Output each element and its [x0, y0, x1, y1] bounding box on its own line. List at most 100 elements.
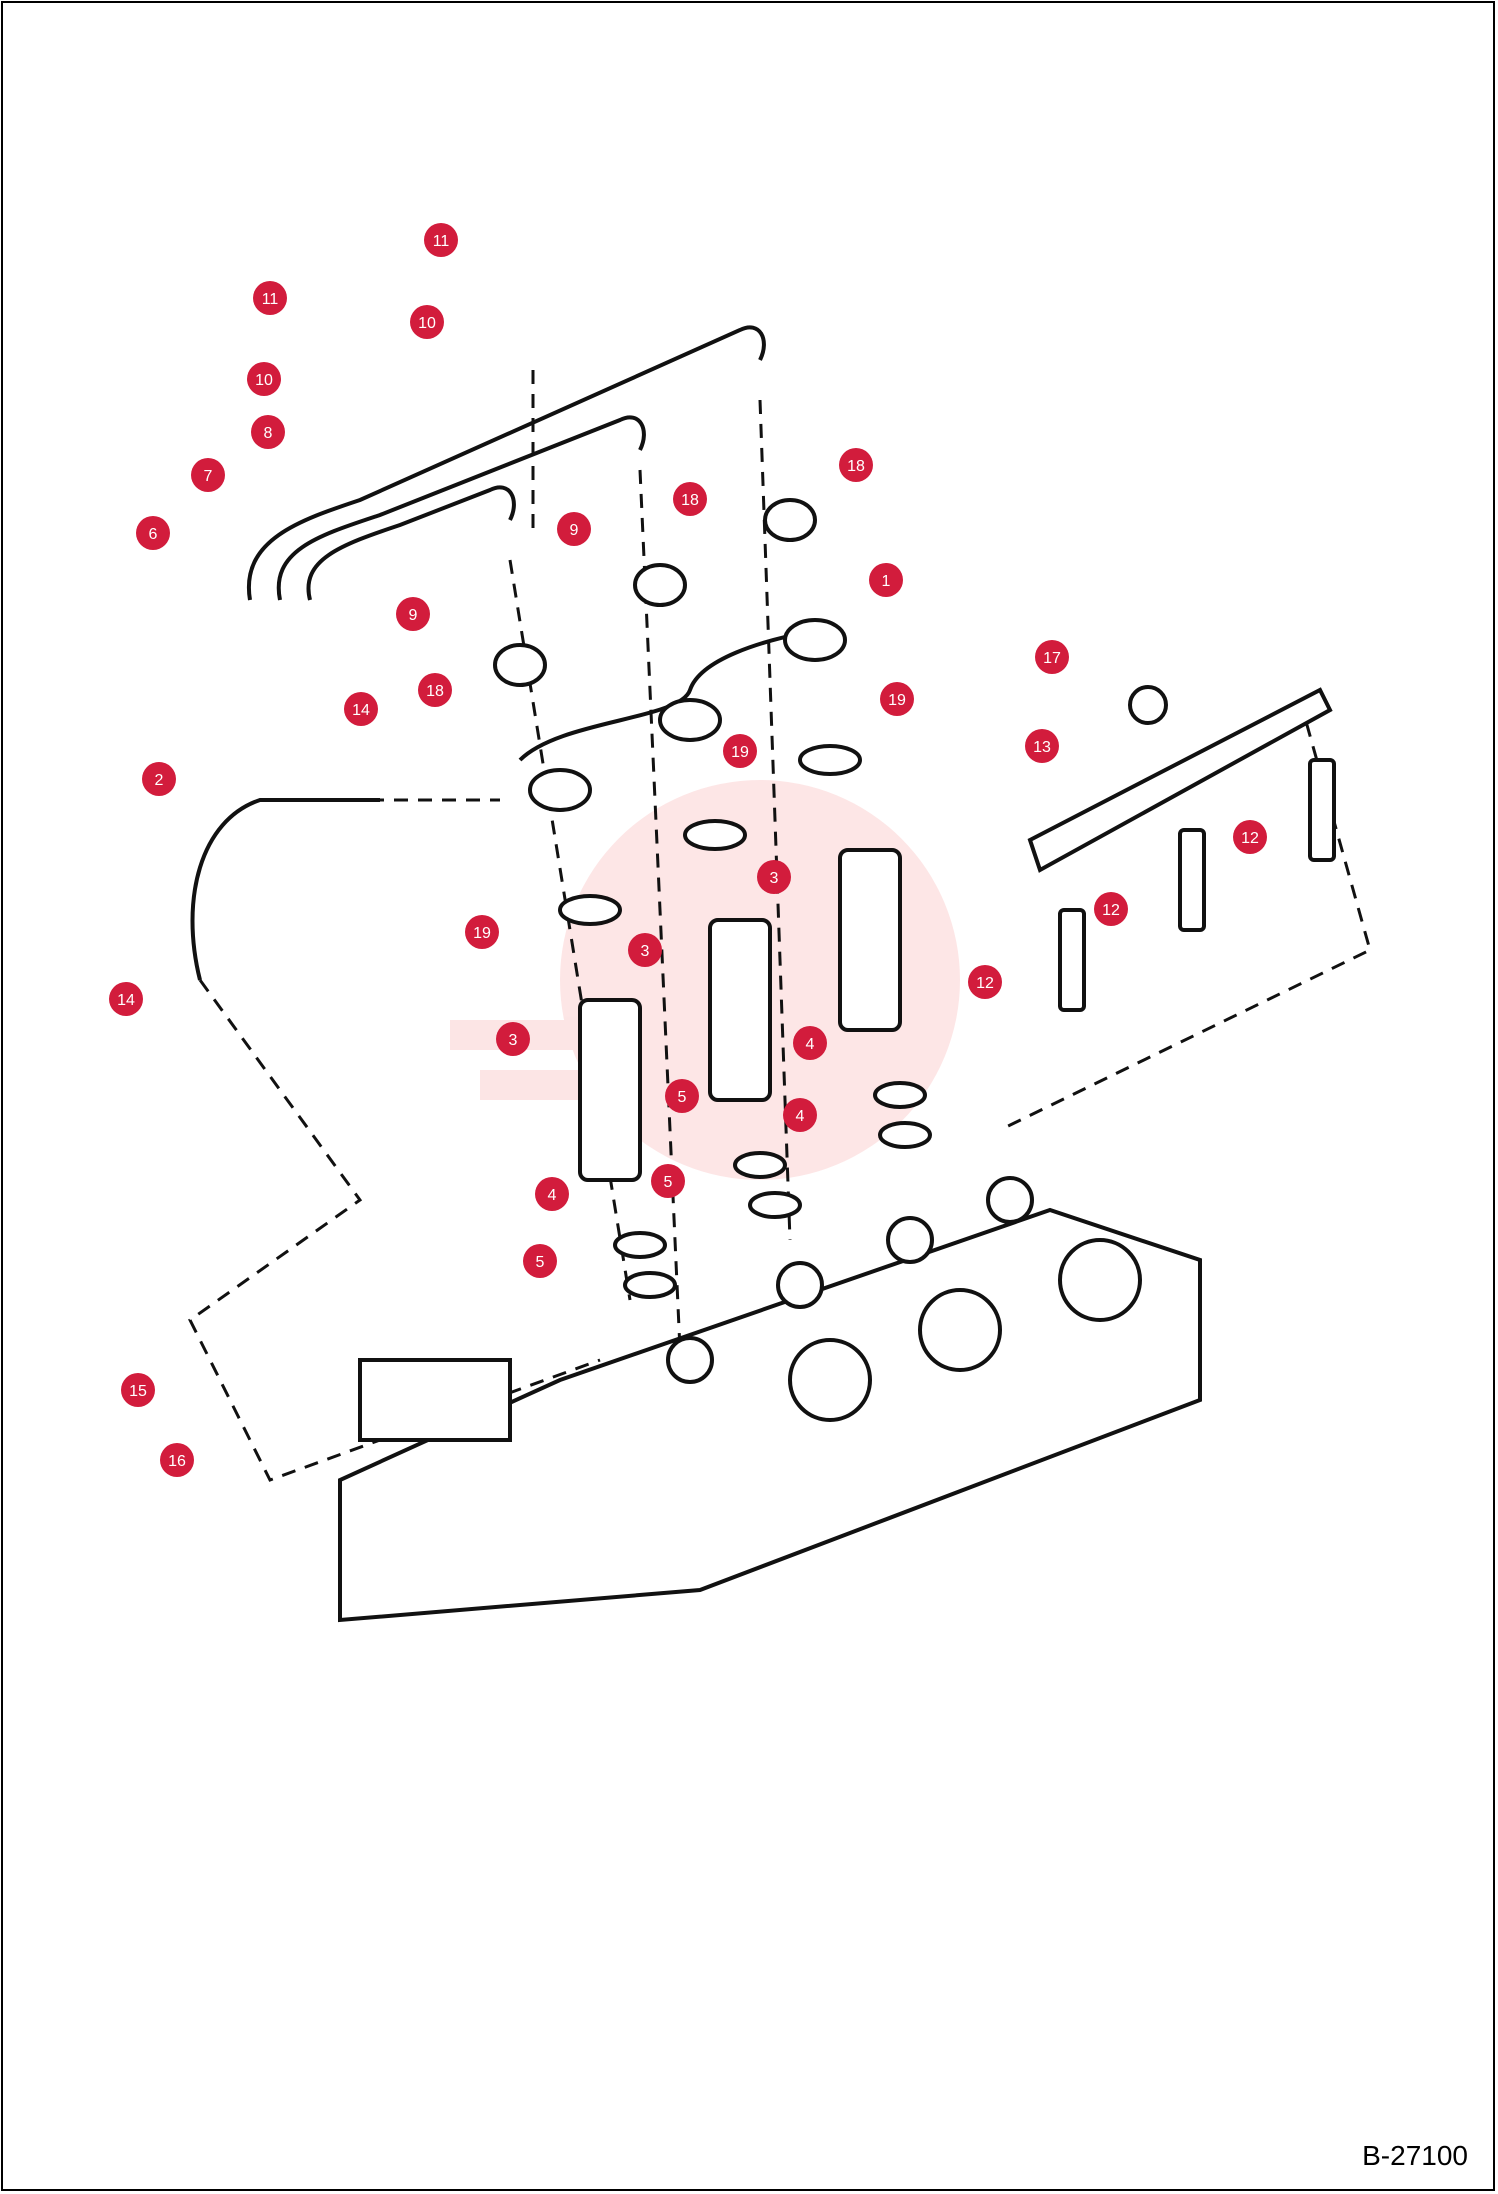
callout-13: 13: [1025, 729, 1059, 763]
callout-label: 14: [117, 992, 135, 1009]
callout-12: 12: [1233, 820, 1267, 854]
callout-18: 18: [673, 482, 707, 516]
callout-18: 18: [839, 448, 873, 482]
callout-3: 3: [757, 860, 791, 894]
callout-19: 19: [880, 682, 914, 716]
callout-9: 9: [396, 597, 430, 631]
callout-16: 16: [160, 1443, 194, 1477]
callout-label: 11: [262, 291, 279, 308]
callout-10: 10: [410, 305, 444, 339]
callout-label: 9: [570, 522, 579, 539]
callout-marker: [253, 281, 287, 315]
callout-label: 12: [1241, 830, 1259, 847]
callout-label: 8: [264, 425, 273, 442]
callout-marker: [247, 362, 281, 396]
callout-label: 19: [888, 692, 906, 709]
callout-18: 18: [418, 673, 452, 707]
callout-4: 4: [793, 1026, 827, 1060]
callout-10: 10: [247, 362, 281, 396]
callout-label: 7: [204, 468, 213, 485]
callout-marker: [191, 458, 225, 492]
callout-19: 19: [723, 734, 757, 768]
callout-marker: [465, 915, 499, 949]
callout-8: 8: [251, 415, 285, 449]
callout-label: 3: [770, 870, 779, 887]
callout-marker: [496, 1022, 530, 1056]
cylinder-head: [338, 1176, 1202, 1623]
callout-9: 9: [557, 512, 591, 546]
callout-label: 5: [664, 1174, 673, 1191]
callout-marker: [136, 516, 170, 550]
callout-marker: [1094, 892, 1128, 926]
callout-marker: [1035, 640, 1069, 674]
callout-label: 4: [796, 1108, 805, 1125]
callout-label: 18: [681, 492, 699, 509]
callout-marker: [557, 512, 591, 546]
callout-label: 10: [255, 372, 273, 389]
callout-14: 14: [109, 982, 143, 1016]
callout-marker: [523, 1244, 557, 1278]
callout-marker: [757, 860, 791, 894]
callout-2: 2: [142, 762, 176, 796]
callout-label: 12: [976, 975, 994, 992]
callout-11: 11: [424, 223, 458, 257]
callout-17: 17: [1035, 640, 1069, 674]
callout-marker: [251, 415, 285, 449]
callout-5: 5: [665, 1079, 699, 1113]
callout-label: 5: [536, 1254, 545, 1271]
callout-label: 16: [168, 1453, 186, 1470]
callout-label: 3: [509, 1032, 518, 1049]
callout-4: 4: [535, 1177, 569, 1211]
callout-label: 1: [882, 573, 891, 590]
callout-label: 15: [129, 1383, 147, 1400]
callout-1: 1: [869, 563, 903, 597]
injection-pipes: [190, 325, 821, 981]
callout-label: 2: [155, 772, 164, 789]
callout-marker: [160, 1443, 194, 1477]
callout-4: 4: [783, 1098, 817, 1132]
callout-marker: [1233, 820, 1267, 854]
callout-3: 3: [496, 1022, 530, 1056]
callout-marker: [535, 1177, 569, 1211]
callout-marker: [665, 1079, 699, 1113]
callout-19: 19: [465, 915, 499, 949]
callout-label: 4: [548, 1187, 557, 1204]
callout-12: 12: [968, 965, 1002, 999]
callout-marker: [869, 563, 903, 597]
callout-label: 10: [418, 315, 436, 332]
callout-marker: [142, 762, 176, 796]
callout-marker: [418, 673, 452, 707]
callout-label: 9: [409, 607, 418, 624]
callout-label: 4: [806, 1036, 815, 1053]
part-callouts: 11 11 10 10 8 7 6 9 9 18 18 18 1 17 19 14 2 13 19 3 12 19 12 3 1…: [109, 223, 1267, 1477]
callout-5: 5: [651, 1164, 685, 1198]
callout-label: 11: [433, 233, 450, 250]
callout-label: 12: [1102, 902, 1120, 919]
callout-marker: [121, 1373, 155, 1407]
callout-marker: [793, 1026, 827, 1060]
callout-12: 12: [1094, 892, 1128, 926]
callout-6: 6: [136, 516, 170, 550]
callout-label: 18: [847, 458, 865, 475]
callout-marker: [673, 482, 707, 516]
callout-11: 11: [253, 281, 287, 315]
callout-label: 19: [473, 925, 491, 942]
callout-marker: [783, 1098, 817, 1132]
callout-marker: [723, 734, 757, 768]
callout-3: 3: [628, 933, 662, 967]
callout-label: 3: [641, 943, 650, 960]
callout-marker: [839, 448, 873, 482]
callout-marker: [1025, 729, 1059, 763]
callout-label: 18: [426, 683, 444, 700]
callout-marker: [968, 965, 1002, 999]
callout-marker: [880, 682, 914, 716]
callout-marker: [109, 982, 143, 1016]
callout-label: 17: [1043, 650, 1061, 667]
callout-marker: [344, 692, 378, 726]
callout-7: 7: [191, 458, 225, 492]
callout-label: 14: [352, 702, 370, 719]
callout-14: 14: [344, 692, 378, 726]
callout-label: 5: [678, 1089, 687, 1106]
